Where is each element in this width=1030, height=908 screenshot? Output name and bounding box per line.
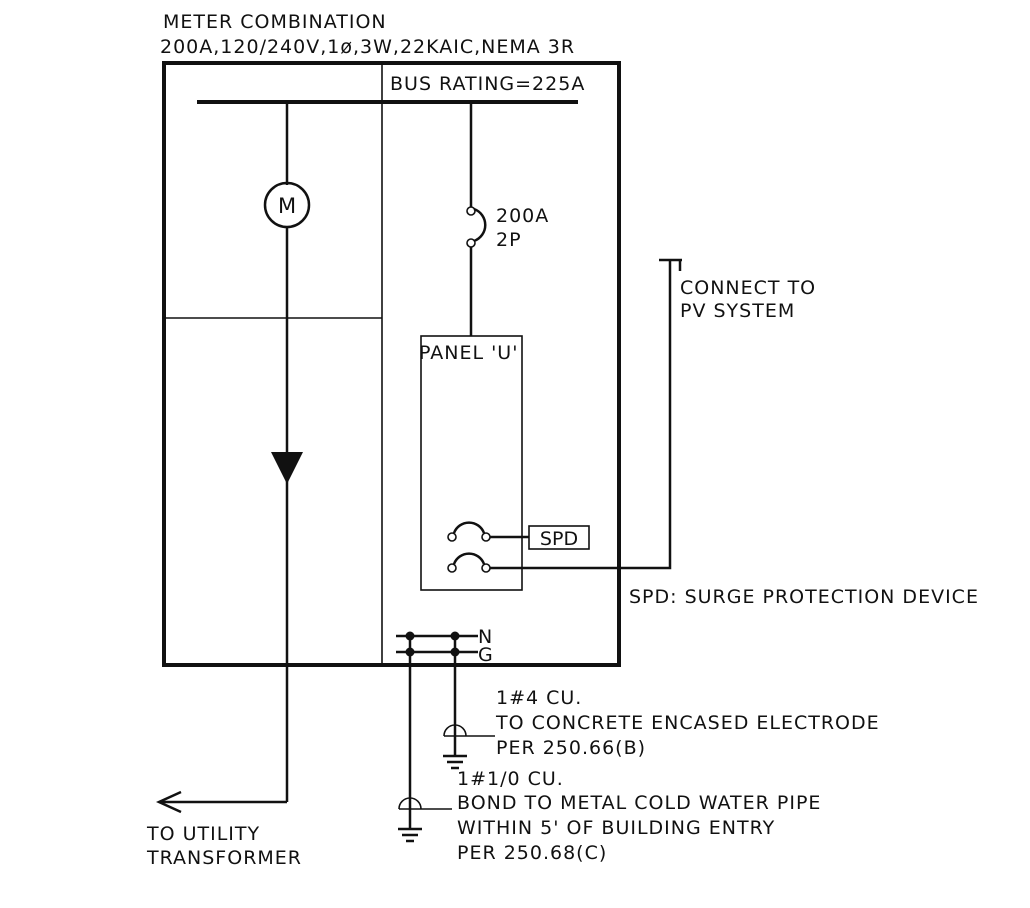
ground-label: G — [478, 644, 493, 666]
meter-symbol: M — [263, 181, 311, 229]
pv-breaker-symbol — [447, 552, 491, 573]
title-line-1: METER COMBINATION — [163, 11, 387, 33]
ground-icon — [443, 724, 495, 770]
electrode-1-line-3: PER 250.66(B) — [496, 737, 646, 759]
pv-label-line-1: CONNECT TO — [680, 277, 816, 299]
spd-box — [528, 525, 590, 550]
electrode-2-line-2: BOND TO METAL COLD WATER PIPE — [457, 792, 821, 814]
neutral-label: N — [478, 626, 492, 648]
spd-breaker-symbol — [447, 521, 491, 542]
electrode-2-line-3: WITHIN 5' OF BUILDING ENTRY — [457, 817, 775, 839]
utility-label-line-2: TRANSFORMER — [146, 847, 302, 869]
utility-label-line-1: TO UTILITY — [146, 823, 260, 845]
bus-rating-label: BUS RATING=225A — [390, 73, 585, 95]
pv-label-line-2: PV SYSTEM — [680, 300, 795, 322]
meter-label: M — [278, 194, 296, 218]
electrode-2-line-4: PER 250.68(C) — [457, 842, 607, 864]
meter-combination-enclosure — [162, 61, 621, 667]
electrode-1-line-2: TO CONCRETE ENCASED ELECTRODE — [495, 712, 880, 734]
pv-connection-terminal-icon — [659, 258, 682, 271]
breaker-amps-label: 200A — [496, 205, 549, 227]
pv-connection-wire — [490, 260, 672, 570]
panel-u-label: PANEL 'U' — [419, 342, 518, 364]
breaker-poles-label: 2P — [496, 229, 522, 251]
main-breaker-symbol — [466, 206, 487, 248]
panel-u-box — [420, 335, 523, 591]
utility-arrow-icon — [155, 790, 182, 814]
flow-arrow-icon — [271, 452, 303, 484]
ground-icon — [398, 797, 452, 843]
title-line-2: 200A,120/240V,1ø,3W,22KAIC,NEMA 3R — [160, 36, 575, 58]
spd-legend: SPD: SURGE PROTECTION DEVICE — [629, 586, 979, 608]
spd-label: SPD — [540, 528, 578, 550]
electrode-2-line-1: 1#1/0 CU. — [457, 768, 564, 790]
electrode-1-line-1: 1#4 CU. — [496, 687, 582, 709]
neutral-ground-bars — [396, 631, 478, 657]
